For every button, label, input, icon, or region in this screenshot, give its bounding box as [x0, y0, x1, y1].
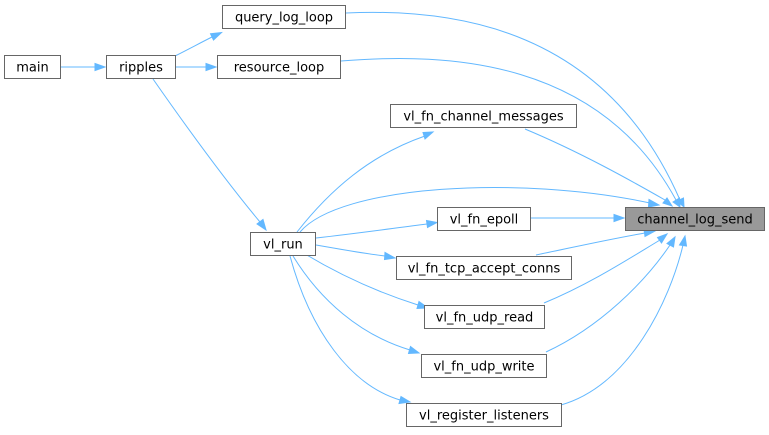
node-label: vl_run: [263, 238, 303, 253]
arrow-vl-run-to-channel-messages: [422, 131, 435, 140]
arrow-channel-messages-to-channel-log-send: [662, 197, 674, 207]
node-vl-run[interactable]: vl_run: [250, 232, 316, 256]
node-label: query_log_loop: [235, 11, 333, 26]
node-ripples[interactable]: ripples: [106, 55, 176, 79]
arrow-vl-run-to-register-listeners: [398, 395, 412, 405]
arrow-vl-run-to-epoll: [425, 219, 439, 229]
arrow-udp-read-to-channel-log-send: [656, 233, 669, 244]
edge-udp-write-to-channel-log-send: [545, 244, 671, 353]
edge-vl-run-to-register-listeners: [289, 255, 401, 401]
node-label: ripples: [119, 61, 163, 76]
node-vl-fn-tcp-accept-conns[interactable]: vl_fn_tcp_accept_conns: [396, 256, 572, 280]
arrow-vl-run-to-udp-write: [407, 345, 421, 355]
edge-register-listeners-to-channel-log-send: [560, 244, 684, 406]
edge-vl-run-to-channel-messages: [296, 135, 426, 233]
nodes: main ripples query_log_loop resource_loo…: [4, 5, 765, 427]
edge-ripples-to-vl-run: [152, 78, 261, 223]
node-channel-log-send[interactable]: channel_log_send: [625, 207, 765, 231]
node-resource-loop[interactable]: resource_loop: [217, 55, 341, 79]
edge-vl-run-to-epoll: [315, 223, 428, 239]
arrow-register-listeners-to-channel-log-send: [678, 234, 688, 247]
arrow-resource-loop-to-channel-log-send: [672, 197, 681, 209]
edge-vl-run-to-channel-log-send: [299, 187, 651, 233]
node-label: vl_fn_tcp_accept_conns: [408, 262, 561, 277]
node-label: resource_loop: [234, 61, 325, 76]
node-vl-register-listeners[interactable]: vl_register_listeners: [406, 403, 562, 427]
node-label: vl_fn_udp_write: [433, 360, 534, 375]
arrow-epoll-to-channel-log-send: [613, 213, 626, 223]
edge-vl-run-to-udp-write: [292, 255, 411, 351]
arrow-vl-run-to-tcp-accept: [383, 251, 397, 261]
node-label: vl_register_listeners: [419, 409, 549, 424]
node-label: channel_log_send: [637, 213, 753, 228]
edge-query-log-loop-to-channel-log-send: [345, 11, 681, 201]
arrow-vl-run-to-channel-log-send: [647, 198, 661, 208]
edge-tcp-accept-to-channel-log-send: [535, 232, 646, 256]
arrow-ripples-to-resource-loop: [205, 62, 218, 72]
edge-resource-loop-to-channel-log-send: [340, 58, 677, 201]
edge-ripples-to-query-log-loop: [174, 36, 213, 57]
node-main[interactable]: main: [4, 55, 61, 79]
arrow-udp-write-to-channel-log-send: [666, 235, 676, 248]
edge-vl-run-to-tcp-accept: [315, 244, 386, 257]
node-query-log-loop[interactable]: query_log_loop: [222, 5, 346, 29]
node-label: main: [16, 61, 48, 76]
node-label: vl_fn_udp_read: [436, 311, 534, 326]
node-vl-fn-channel-messages[interactable]: vl_fn_channel_messages: [390, 104, 577, 128]
edge-channel-messages-to-channel-log-send: [524, 128, 666, 201]
arrow-ripples-to-query-log-loop: [209, 31, 223, 41]
node-label: vl_fn_epoll: [450, 213, 519, 228]
edges: [61, 11, 688, 406]
node-label: vl_fn_channel_messages: [403, 110, 563, 125]
arrow-main-to-ripples: [94, 62, 107, 72]
edge-vl-run-to-udp-read: [304, 253, 419, 306]
node-vl-fn-udp-write[interactable]: vl_fn_udp_write: [421, 354, 547, 378]
node-vl-fn-udp-read[interactable]: vl_fn_udp_read: [424, 305, 545, 329]
edge-udp-read-to-channel-log-send: [543, 239, 661, 304]
node-vl-fn-epoll[interactable]: vl_fn_epoll: [437, 207, 531, 231]
arrow-ripples-to-vl-run: [256, 218, 267, 232]
